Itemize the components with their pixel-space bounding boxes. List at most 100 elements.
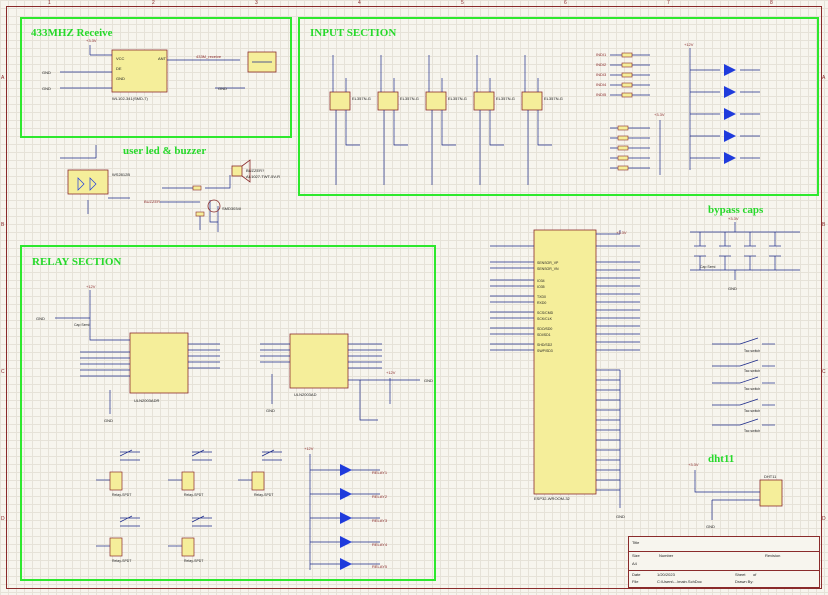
zone-row-b-right: B	[822, 222, 826, 228]
opto-1-label: EL357N-G	[352, 96, 371, 101]
relay-1-part: Relay-SPDT	[112, 493, 132, 497]
receiver-part-label: WL102-341(SMD-7)	[112, 96, 148, 101]
tb-file-value: C:\Users\...\main.SchDoc	[657, 579, 702, 584]
buzzer-part-label: AI-1027-TWT-5V-R	[246, 174, 280, 179]
relay-3-part: Relay-SPDT	[254, 493, 274, 497]
ws2812-part-label: WS2812B	[112, 172, 130, 177]
tac-switch-3-label: Tac switch	[744, 387, 760, 391]
dht11-sensor: DHT11 +3.3V GND	[688, 462, 783, 529]
mcu-pin-9: SDO/SD0	[537, 327, 552, 331]
relay-vcc-2: +12V	[86, 284, 96, 289]
relay-vcc-3: +12V	[386, 370, 396, 375]
mcu-gnd-label: GND	[616, 514, 625, 519]
relay-net-3: RELAY3	[372, 518, 388, 523]
receive-gnd-3: GND	[218, 86, 227, 91]
zone-col-2: 2	[152, 0, 155, 6]
relay-wires	[55, 290, 420, 570]
mcu-wires	[490, 230, 640, 508]
relay-4-part: Relay-SPDT	[112, 559, 132, 563]
tb-file-label: File	[632, 579, 639, 584]
relay-net-1: RELAY1	[372, 470, 388, 475]
relay-net-4: RELAY4	[372, 542, 388, 547]
mcu-pin-5: TXD0	[537, 295, 546, 299]
mosfet-part-label: SMD3034I	[222, 206, 241, 211]
tac-switch-4-label: Tac switch	[744, 409, 760, 413]
buzzer-net-label: BUZZER	[144, 199, 160, 204]
mcu-pin-8: SCK/CLK	[537, 317, 553, 321]
svg-text:VCC: VCC	[116, 56, 125, 61]
tac-switches	[712, 337, 775, 426]
mcu-pin-1: SENSOR_VP	[537, 261, 559, 265]
dht11-gnd-label: GND	[706, 524, 715, 529]
zone-row-c-right: C	[822, 369, 826, 375]
opto-5-label: EL357N-G	[544, 96, 563, 101]
optocoupler-4: EL357N-G	[473, 91, 515, 111]
antenna-connector	[247, 51, 277, 73]
relay-coils	[109, 471, 265, 557]
relay-5-part: Relay-SPDT	[184, 559, 204, 563]
sheet-border	[6, 6, 822, 589]
zone-col-8: 8	[770, 0, 773, 6]
mcu-pin-2: SENSOR_VN	[537, 267, 559, 271]
uln2003-driver-1: ULN2003ADR	[129, 332, 189, 403]
relay-gnd-1: GND	[36, 316, 45, 321]
input-net-3: INDI3	[596, 72, 607, 77]
uln2003-driver-2: ULN2003AD	[289, 333, 349, 397]
tac-switch-1-label: Tac switch	[744, 349, 760, 353]
receive-section-box	[20, 17, 292, 138]
relay-gnd-2: GND	[104, 418, 113, 423]
receive-gnd-1: GND	[42, 70, 51, 75]
bypass-vdd-label: +3.3V	[728, 216, 739, 221]
title-block: Title Size A4 Number Revision Date 1/20/…	[628, 536, 820, 588]
zone-row-a-right: A	[822, 75, 826, 81]
bypass-cap-note: Cap Semi	[700, 265, 716, 269]
input-net-4: INDI4	[596, 82, 607, 87]
tb-size-value: A4	[632, 561, 637, 566]
input-indicator-leds	[724, 64, 736, 164]
receive-wires	[60, 45, 245, 89]
ws2812-led: WS2812B	[67, 169, 130, 195]
dht11-vdd-label: +3.3V	[688, 462, 699, 467]
tb-title-label: Title	[632, 540, 640, 545]
relay-net-5: RELAY5	[372, 564, 388, 569]
optocoupler-2: EL357N-G	[377, 91, 419, 111]
zone-row-d: D	[1, 516, 5, 522]
tb-date-label: Date	[632, 572, 641, 577]
user-led-wires	[60, 145, 231, 232]
zone-row-c: C	[1, 369, 5, 375]
relay-leds	[340, 464, 352, 570]
mcu-part-label: ESP32-WROOM-32	[534, 496, 571, 501]
opto-4-label: EL357N-G	[496, 96, 515, 101]
tac-switch-2-label: Tac switch	[744, 369, 760, 373]
zone-col-3: 3	[255, 0, 258, 6]
relay-2-part: Relay-SPDT	[184, 493, 204, 497]
zone-row-d-right: D	[822, 516, 826, 522]
relay-vcc-label: +12V	[304, 446, 314, 451]
input-wires	[332, 48, 760, 185]
opto-3-label: EL357N-G	[448, 96, 467, 101]
driver1-part-label: ULN2003ADR	[134, 398, 159, 403]
optocoupler-5: EL357N-G	[521, 91, 563, 111]
esp32-module: ESP32-WROOM-32 SENSOR_VP SENSOR_VN IO34 …	[533, 229, 597, 501]
input-vcc-label: +12V	[684, 42, 694, 47]
receive-vcc-label: +3.3V	[86, 38, 97, 43]
zone-col-6: 6	[564, 0, 567, 6]
tb-size-label: Size	[632, 553, 640, 558]
relay-cap-note: Cap Semi	[74, 323, 90, 327]
zone-col-1: 1	[48, 0, 51, 6]
buzzer-label: BUZZER?	[246, 168, 265, 173]
mcu-vdd-label: +3.3V	[616, 230, 627, 235]
svg-text:DE: DE	[116, 66, 122, 71]
input-section-box	[298, 17, 819, 196]
tb-date-value: 1/20/2023	[657, 572, 675, 577]
tb-revision-label: Revision	[765, 553, 781, 558]
bypass-caps	[690, 222, 800, 280]
tb-sheet-label: Sheet	[735, 572, 746, 577]
zone-row-a: A	[1, 75, 5, 81]
receive-section-title: 433MHZ Receive	[31, 27, 113, 39]
relay-gnd-3: GND	[266, 408, 275, 413]
zone-col-7: 7	[667, 0, 670, 6]
relay-gnd-4: GND	[424, 378, 433, 383]
mcu-pin-11: SHD/SD2	[537, 343, 552, 347]
